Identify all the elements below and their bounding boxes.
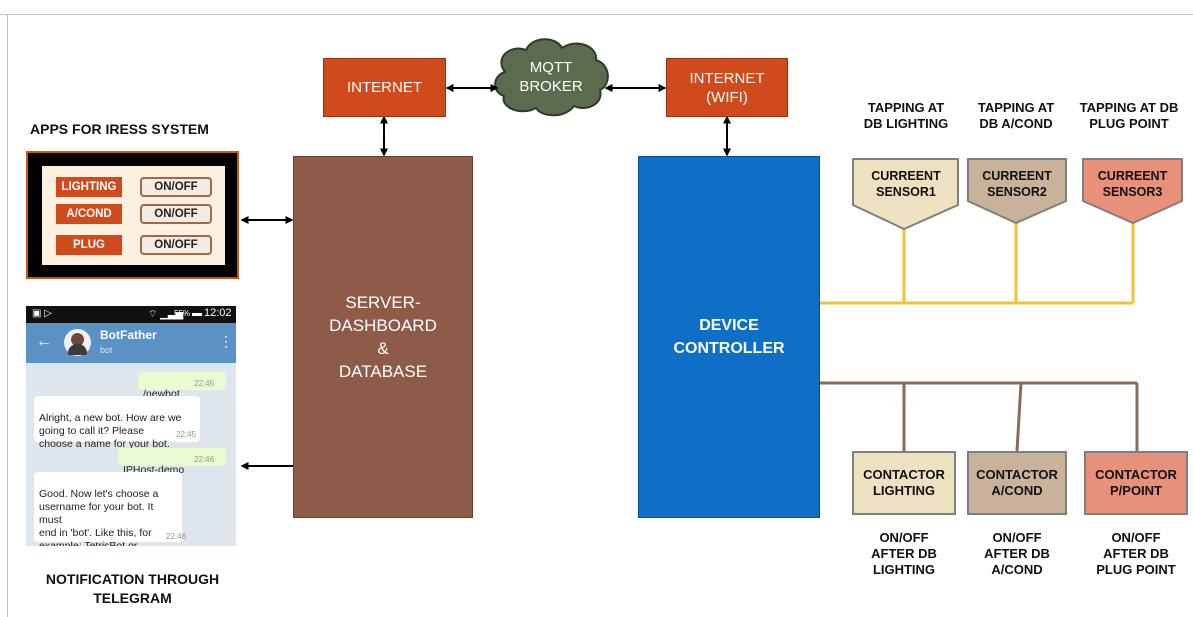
frame-top-border (0, 14, 1193, 15)
app-lighting-label: LIGHTING (56, 177, 122, 197)
contactor-acond: CONTACTOR A/COND (967, 451, 1067, 515)
app-lighting-toggle[interactable]: ON/OFF (140, 177, 212, 197)
chat-message-1-time: 22:45 (194, 379, 215, 388)
apps-title: APPS FOR IRESS SYSTEM (30, 121, 209, 137)
tapping-label-plug: TAPPING AT DB PLUG POINT (1079, 100, 1179, 131)
frame-left-border (7, 14, 8, 617)
contact-name: BotFather (100, 328, 157, 342)
battery-icon: ▬ (192, 308, 202, 319)
current-sensor-2-shape (967, 158, 1067, 225)
current-sensor-1-shape (852, 158, 959, 231)
app-plug-label: PLUG (56, 235, 122, 255)
app-plug-toggle[interactable]: ON/OFF (140, 235, 212, 255)
back-arrow-icon[interactable]: ← (36, 333, 52, 350)
menu-dots-icon[interactable]: ⋮ (219, 333, 233, 349)
contactor-lighting: CONTACTOR LIGHTING (852, 451, 956, 515)
app-acond-label: A/COND (56, 204, 122, 224)
output-label-plug: ON/OFF AFTER DB PLUG POINT (1096, 530, 1176, 577)
status-time: 12:02 (204, 307, 232, 319)
current-sensor-2-label: CURREENT SENSOR2 (982, 169, 1052, 199)
contact-subtitle: bot (100, 345, 113, 355)
mqtt-broker-label: MQTT BROKER (519, 59, 583, 95)
phone-status-bar: ▣ ▷ ⌔ ▁▃▅ 55% ▬ 12:02 (26, 306, 236, 323)
tapping-label-lighting: TAPPING AT DB LIGHTING (863, 100, 949, 131)
internet-box: INTERNET (323, 58, 446, 117)
current-sensor-1-label: CURREENT SENSOR1 (871, 169, 941, 199)
chat-message-4: Good. Now let's choose a username for yo… (34, 472, 182, 546)
contactor-bus-lines (820, 381, 1139, 452)
notification-icons: ▣ ▷ (32, 308, 52, 319)
current-sensor-3-label: CURREENT SENSOR3 (1097, 169, 1168, 199)
chat-message-2-time: 22:45 (176, 430, 197, 439)
battery-level: 55% (174, 309, 191, 318)
current-sensor-3-shape (1082, 158, 1183, 225)
internet-wifi-box: INTERNET (WIFI) (666, 58, 788, 117)
apps-panel: LIGHTING ON/OFF A/COND ON/OFF PLUG ON/OF… (42, 166, 225, 265)
server-dashboard-database-box: SERVER- DASHBOARD & DATABASE (293, 156, 473, 518)
sensor-bus-lines (820, 223, 1135, 305)
mqtt-broker-cloud (494, 38, 609, 117)
avatar (64, 329, 91, 356)
chat-message-3-time: 22:46 (194, 455, 215, 464)
telegram-phone-screenshot: ▣ ▷ ⌔ ▁▃▅ 55% ▬ 12:02 ← BotFather bot ⋮ … (26, 306, 236, 546)
app-acond-toggle[interactable]: ON/OFF (140, 204, 212, 224)
device-controller-box: DEVICE CONTROLLER (638, 156, 820, 518)
chat-header: ← BotFather bot ⋮ (26, 323, 236, 363)
output-label-lighting: ON/OFF AFTER DB LIGHTING (871, 530, 937, 577)
apps-screen: LIGHTING ON/OFF A/COND ON/OFF PLUG ON/OF… (26, 151, 239, 279)
tapping-label-acond: TAPPING AT DB A/COND (977, 100, 1055, 131)
chat-message-2: Alright, a new bot. How are we going to … (34, 396, 200, 450)
output-label-acond: ON/OFF AFTER DB A/COND (984, 530, 1050, 577)
chat-message-4-time: 22:46 (166, 532, 187, 541)
contactor-ppoint: CONTACTOR P/POINT (1084, 451, 1188, 515)
telegram-title: NOTIFICATION THROUGH TELEGRAM (45, 571, 220, 606)
signal-icon: ⌔ ▁▃▅ (148, 309, 184, 320)
